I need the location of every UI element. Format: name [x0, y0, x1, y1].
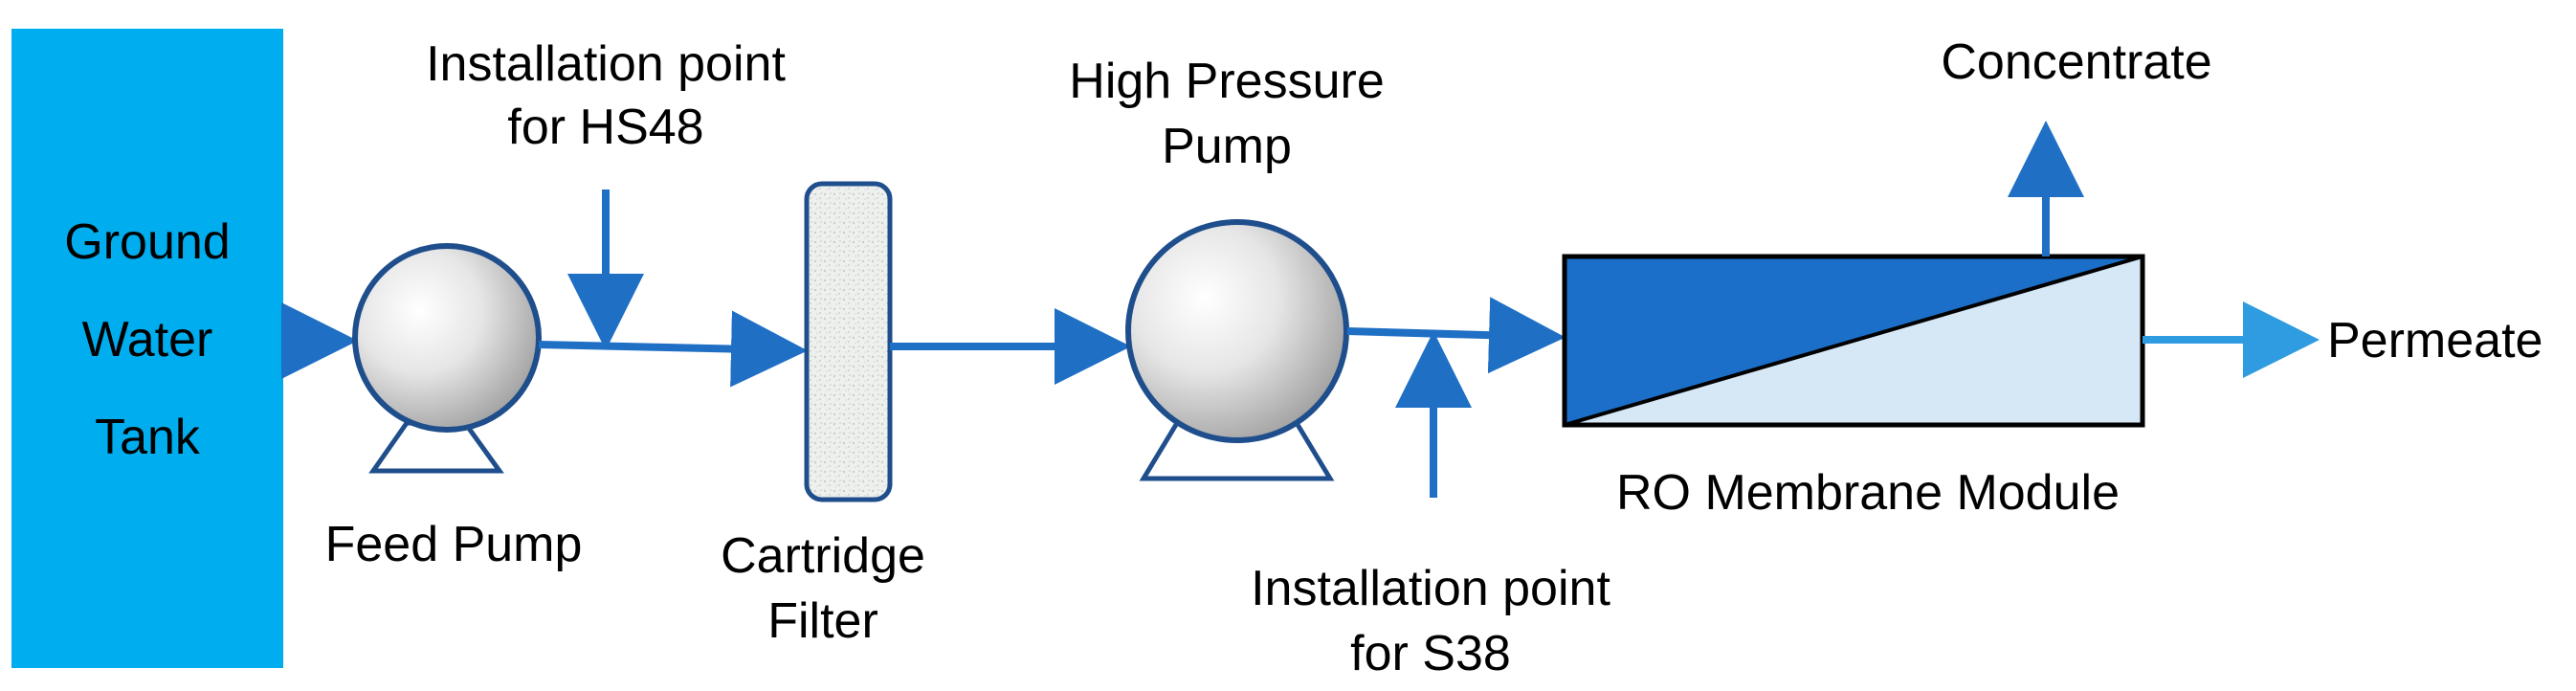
cartridge-filter-line-1: Cartridge: [721, 528, 925, 584]
cartridge-filter-line-2: Filter: [767, 593, 878, 649]
pipe-feed-pump-to-filter: [538, 310, 808, 388]
cartridge-filter: Cartridge Filter: [721, 181, 925, 649]
ro-module-label: RO Membrane Module: [1616, 465, 2120, 521]
install-s38-line-1: Installation point: [1251, 561, 1610, 616]
concentrate-label: Concentrate: [1941, 34, 2211, 90]
hp-pump-line-1: High Pressure: [1069, 54, 1384, 109]
install-hs48-line-2: for HS48: [507, 100, 703, 155]
high-pressure-pump: High Pressure Pump: [1069, 54, 1385, 481]
pipe-hp-pump-to-ro-module: [1346, 297, 1566, 374]
tank-label-line-3: Tank: [95, 410, 201, 465]
install-s38-line-2: for S38: [1350, 626, 1511, 681]
hp-pump-line-2: Pump: [1162, 119, 1292, 174]
feed-pump-label: Feed Pump: [325, 517, 583, 572]
permeate-label: Permeate: [2327, 313, 2543, 368]
tank-label-line-1: Ground: [64, 214, 230, 270]
install-s38-label: Installation point for S38: [1251, 561, 1610, 681]
feed-pump: Feed Pump: [325, 243, 583, 572]
install-hs48-line-1: Installation point: [426, 36, 786, 92]
install-hs48-label: Installation point for HS48: [426, 36, 786, 155]
ground-water-tank: Ground Water Tank: [11, 29, 283, 668]
ro-membrane-module: RO Membrane Module: [1562, 254, 2145, 521]
tank-label-line-2: Water: [82, 312, 213, 368]
